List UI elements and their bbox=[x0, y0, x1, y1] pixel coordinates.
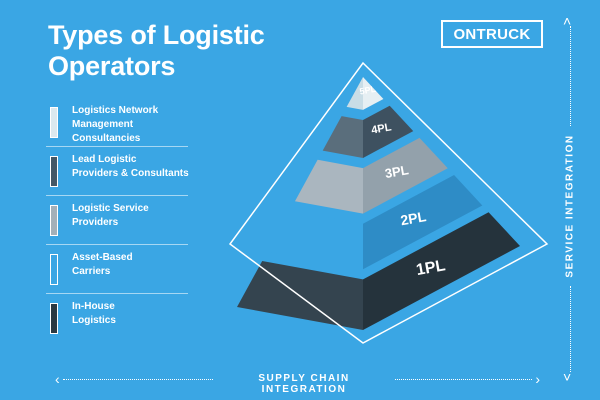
legend-label-line: Management bbox=[72, 119, 134, 130]
legend-label-line: Lead Logistic bbox=[72, 154, 137, 165]
arrow-left-icon: ‹ bbox=[55, 371, 60, 387]
arrow-down-icon: ˅ bbox=[563, 369, 572, 385]
axis-line-left bbox=[63, 379, 213, 380]
pyramid-labels: 5PL 4PL 3PL 2PL 1PL bbox=[359, 84, 447, 279]
pyramid-level-left-face bbox=[346, 77, 363, 110]
pyramid-level-left-face bbox=[322, 116, 363, 158]
title-line-2: Operators bbox=[48, 51, 176, 81]
pyramid-level-right-face bbox=[363, 212, 520, 330]
axis-line-bottom bbox=[570, 286, 571, 372]
pyramid-level-label: 3PL bbox=[384, 162, 410, 181]
pyramid-level-label: 4PL bbox=[370, 121, 392, 136]
pyramid-level-label: 5PL bbox=[359, 84, 377, 97]
pyramid-level-left-face bbox=[267, 210, 363, 270]
pyramid-level-label: 2PL bbox=[399, 208, 428, 228]
arrow-up-icon: ˄ bbox=[563, 13, 572, 29]
axis-line-top bbox=[570, 26, 571, 126]
title-line-1: Types of Logistic bbox=[48, 20, 265, 50]
pyramid-level-right-face bbox=[363, 175, 483, 270]
legend-swatch bbox=[50, 205, 58, 236]
legend-label-line: Consultancies bbox=[72, 133, 141, 144]
legend-label-line: Logistic Service bbox=[72, 203, 149, 214]
legend-label-line: Logistics Network bbox=[72, 105, 159, 116]
pyramid-level-right-face bbox=[363, 105, 414, 158]
pyramid-level-label: 1PL bbox=[415, 257, 447, 279]
brand-name: ONTRUCK bbox=[453, 25, 531, 43]
service-integration-axis-label: SERVICE INTEGRATION bbox=[564, 134, 576, 278]
pyramid-level-right-face bbox=[363, 77, 384, 110]
legend-label-line: Providers bbox=[72, 217, 119, 228]
pyramid-faces bbox=[237, 77, 520, 330]
pyramid-level-right-face bbox=[363, 137, 448, 214]
supply-chain-axis: ‹ SUPPLY CHAIN INTEGRATION › bbox=[55, 371, 540, 395]
page-title: Types of Logistic Operators bbox=[48, 20, 288, 82]
legend-swatch bbox=[50, 107, 58, 138]
supply-chain-axis-label: SUPPLY CHAIN INTEGRATION bbox=[258, 373, 350, 395]
pyramid-outline bbox=[228, 61, 549, 344]
legend-label-line: Logistics bbox=[72, 315, 116, 326]
legend-swatch bbox=[50, 156, 58, 187]
legend-label-line: Providers & Consultants bbox=[72, 168, 189, 179]
legend-swatch bbox=[50, 303, 58, 334]
brand-logo: ONTRUCK bbox=[441, 20, 543, 48]
arrow-right-icon: › bbox=[535, 371, 540, 387]
pyramid-level-left-face bbox=[294, 159, 363, 214]
legend-label-line: Carriers bbox=[72, 266, 111, 277]
legend-swatch bbox=[50, 254, 58, 285]
legend-label-line: Asset-Based bbox=[72, 252, 133, 263]
legend-label-line: In-House bbox=[72, 301, 115, 312]
axis-line-right bbox=[395, 379, 532, 380]
service-integration-axis: ˄ SERVICE INTEGRATION ˅ bbox=[560, 14, 580, 384]
